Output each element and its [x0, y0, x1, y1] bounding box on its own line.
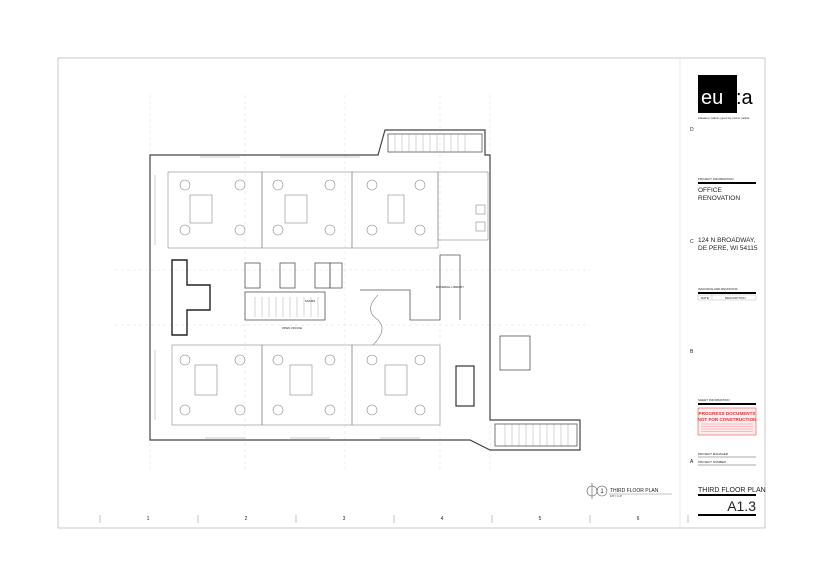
svg-text:PROJECT NUMBER: PROJECT NUMBER: [698, 460, 727, 464]
svg-text:4: 4: [441, 516, 444, 522]
svg-text:B: B: [690, 349, 694, 355]
svg-text:SHEET INFORMATION: SHEET INFORMATION: [698, 398, 730, 402]
svg-text:PROJECT MANAGER: PROJECT MANAGER: [698, 452, 729, 456]
svg-text:3: 3: [343, 516, 346, 522]
logo-text-left: eu: [701, 87, 723, 109]
svg-text:5: 5: [539, 516, 542, 522]
progress-stamp: [697, 407, 757, 436]
firm-offices: milwaukee | madison | green bay | denver…: [698, 117, 750, 120]
room-label-stairs: STAIRS: [305, 299, 316, 303]
view-title: 1 THIRD FLOOR PLAN 1/8" = 1'-0": [586, 483, 672, 499]
svg-text:THIRD FLOOR PLAN: THIRD FLOOR PLAN: [610, 488, 659, 494]
svg-text:D: D: [690, 127, 694, 133]
elevator: [499, 335, 531, 371]
svg-text:DESCRIPTION: DESCRIPTION: [725, 296, 746, 300]
project-address: 124 N BROADWAY,: [698, 237, 756, 244]
grid-row-labels: D C B A: [690, 127, 694, 465]
logo-text-right: :a: [736, 87, 754, 109]
svg-text:1: 1: [147, 516, 150, 522]
svg-text:PROGRESS DOCUMENTS: PROGRESS DOCUMENTS: [699, 411, 756, 416]
svg-text:2: 2: [245, 516, 248, 522]
grid-ticks: [99, 515, 689, 523]
svg-text:6: 6: [637, 516, 640, 522]
upper-offices: [167, 171, 489, 249]
sheet-border: [57, 57, 766, 529]
svg-text:A: A: [690, 459, 694, 465]
svg-text:NOT FOR CONSTRUCTION: NOT FOR CONSTRUCTION: [698, 417, 758, 422]
svg-text:DE PERE, WI 54115: DE PERE, WI 54115: [698, 245, 758, 252]
project-name: OFFICE: [698, 187, 722, 194]
title-block: PROJECT INFORMATION OFFICE RENOVATION 12…: [698, 177, 766, 516]
sheet-number: A1.3: [727, 498, 756, 514]
stair-bottom: [494, 423, 578, 447]
grid-column-labels: 1 2 3 4 5 6: [147, 516, 640, 522]
svg-text:RENOVATION: RENOVATION: [698, 195, 740, 202]
svg-text:1: 1: [600, 489, 604, 495]
floor-plan: [149, 129, 581, 451]
svg-text:PROJECT INFORMATION: PROJECT INFORMATION: [698, 177, 734, 181]
svg-text:C: C: [690, 239, 694, 245]
lower-offices: [171, 344, 441, 426]
room-label-open-office: OPEN OFFICE: [282, 326, 302, 330]
svg-text:ISSUANCE AND REVISIONS: ISSUANCE AND REVISIONS: [698, 287, 738, 291]
stair-top: [387, 133, 483, 153]
room-label-material-library: MATERIAL LIBRARY: [436, 285, 464, 289]
grid-lines: [115, 95, 590, 470]
svg-text:DATE: DATE: [701, 296, 709, 300]
island-table: [455, 365, 475, 407]
reception-desk: [171, 259, 211, 336]
firm-logo: [698, 75, 737, 113]
sheet-title: THIRD FLOOR PLAN: [698, 487, 766, 494]
svg-text:1/8" = 1'-0": 1/8" = 1'-0": [610, 495, 622, 498]
